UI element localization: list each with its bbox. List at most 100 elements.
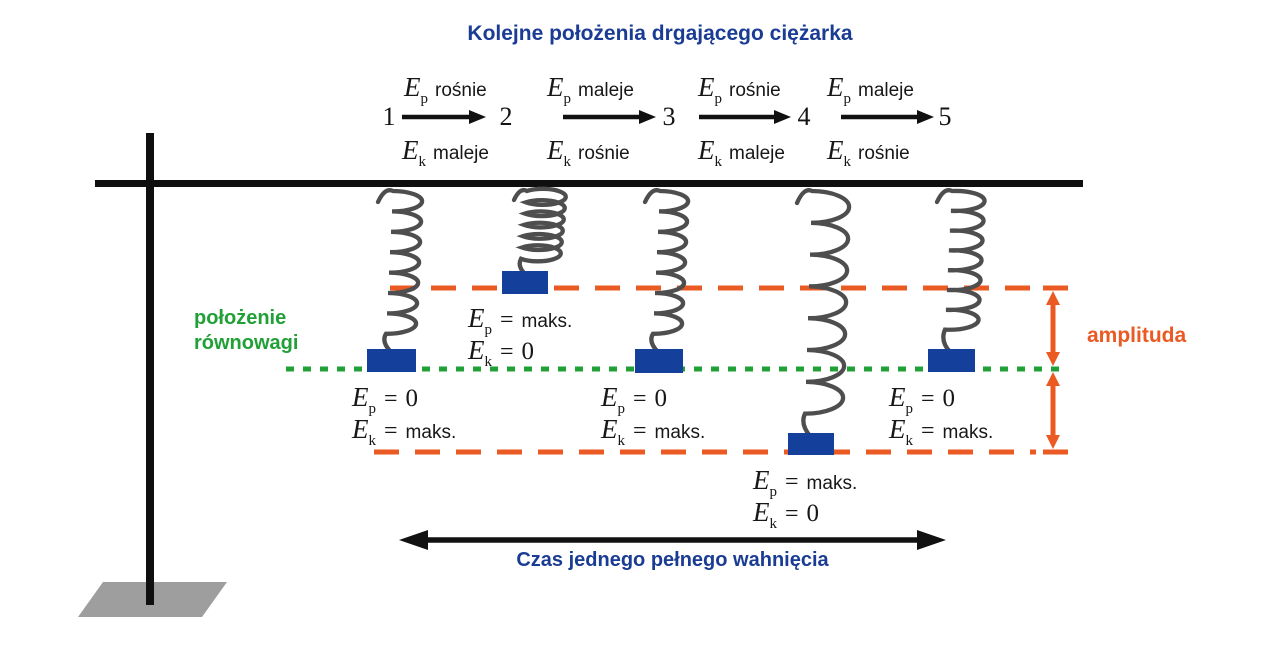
energy-symbol: E (352, 414, 369, 444)
change-word: rośnie (858, 143, 910, 164)
energy-formula: Ek=maks. (889, 413, 993, 449)
energy-subscript: p (420, 91, 429, 107)
energy-symbol: E (827, 135, 844, 165)
mass-2 (502, 271, 548, 294)
energy-state-5: Ep=0 Ek=maks. (889, 381, 993, 449)
energy-value: 0 (405, 385, 419, 412)
change-word: maleje (578, 80, 634, 101)
energy-symbol: E (889, 414, 906, 444)
energy-subscript: k (905, 433, 914, 449)
energy-subscript: p (484, 322, 493, 338)
equals-sign: = (633, 386, 647, 412)
position-number-5: 5 (938, 102, 952, 131)
change-word: maleje (729, 143, 785, 164)
equals-sign: = (500, 339, 514, 365)
equilibrium-label: położenie równowagi (194, 306, 298, 356)
energy-symbol: E (889, 382, 906, 412)
position-number-3: 3 (662, 102, 676, 131)
energy-subscript: k (418, 154, 427, 170)
energy-value: 0 (942, 385, 956, 412)
energy-symbol: E (352, 382, 369, 412)
equilibrium-label-line1: położenie (194, 307, 287, 329)
diagram-title: Kolejne położenia drgającego ciężarka (467, 22, 853, 45)
energy-subscript: k (714, 154, 723, 170)
energy-symbol: E (547, 135, 564, 165)
energy-subscript: p (905, 401, 914, 417)
energy-subscript: k (617, 433, 626, 449)
energy-subscript: p (769, 484, 778, 500)
energy-subscript: p (714, 91, 723, 107)
transition-arrow-3 (699, 110, 791, 124)
energy-subscript: k (769, 516, 778, 532)
equals-sign: = (921, 386, 935, 412)
energy-formula: Ep = maks. (753, 464, 858, 500)
energy-formula: Ep = 0 (352, 381, 456, 417)
transition-arrow-4 (841, 110, 934, 124)
energy-formula: Ep = 0 (601, 381, 705, 417)
energy-formula: Ek = 0 (468, 334, 572, 370)
mass-3 (635, 349, 683, 373)
energy-value: 0 (521, 338, 535, 365)
energy-symbol: E (601, 414, 618, 444)
equals-sign: = (633, 418, 647, 444)
change-word: rośnie (435, 80, 487, 101)
energy-symbol: E (753, 465, 770, 495)
change-word: maleje (433, 143, 489, 164)
energy-symbol: E (547, 72, 564, 102)
change-word: maleje (858, 80, 914, 101)
spring-1 (375, 188, 425, 355)
transition-arrow-1 (402, 110, 486, 124)
energy-symbol: E (601, 382, 618, 412)
mass-5 (928, 349, 975, 372)
period-label: Czas jednego pełnego wahnięcia (516, 549, 829, 571)
energy-subscript: p (843, 91, 852, 107)
spring-3 (642, 188, 691, 355)
energy-symbol: E (827, 72, 844, 102)
amplitude-arrow-upper (1046, 291, 1060, 366)
position-number-4: 4 (797, 102, 811, 131)
energy-subscript: p (563, 91, 572, 107)
energy-symbol: E (468, 303, 485, 333)
energy-value: maks. (521, 311, 573, 332)
energy-value: maks. (654, 422, 706, 443)
spring-5 (934, 188, 987, 355)
energy-symbol: E (698, 135, 715, 165)
energy-formula: Ek = maks. (352, 413, 457, 449)
energy-subscript: p (368, 401, 377, 417)
equals-sign: = (785, 501, 799, 527)
change-word: rośnie (729, 80, 781, 101)
amplitude-arrow-lower (1046, 372, 1060, 449)
equals-sign: = (384, 386, 398, 412)
energy-symbol: E (468, 335, 485, 365)
energy-value: 0 (654, 385, 668, 412)
equals-sign: = (921, 418, 935, 444)
energy-value: maks. (405, 422, 457, 443)
transition-arrow-2 (563, 110, 656, 124)
equals-sign: = (785, 469, 799, 495)
energy-value: maks. (806, 473, 858, 494)
energy-subscript: p (617, 401, 626, 417)
energy-formula: Ep = maks. (468, 302, 573, 338)
energy-subscript: k (368, 433, 377, 449)
energy-symbol: E (698, 72, 715, 102)
change-word: rośnie (578, 143, 630, 164)
spring-2 (511, 186, 568, 277)
energy-symbol: E (404, 72, 421, 102)
mass-1 (367, 349, 416, 372)
energy-state-3: Ep = 0 Ek = maks. (601, 381, 706, 449)
energy-state-4: Ep=maks. Ek=0 (753, 464, 858, 532)
equals-sign: = (384, 418, 398, 444)
energy-state-2: Ep = maks. Ek = 0 (468, 302, 573, 370)
mass-4 (788, 433, 834, 455)
equals-sign: = (500, 307, 514, 333)
energy-formula: Ep = 0 (889, 381, 993, 417)
energy-formula: Ek=0 (753, 496, 857, 532)
energy-state-1: Ep = 0 Ek = maks. (352, 381, 457, 449)
energy-subscript: k (484, 354, 493, 370)
